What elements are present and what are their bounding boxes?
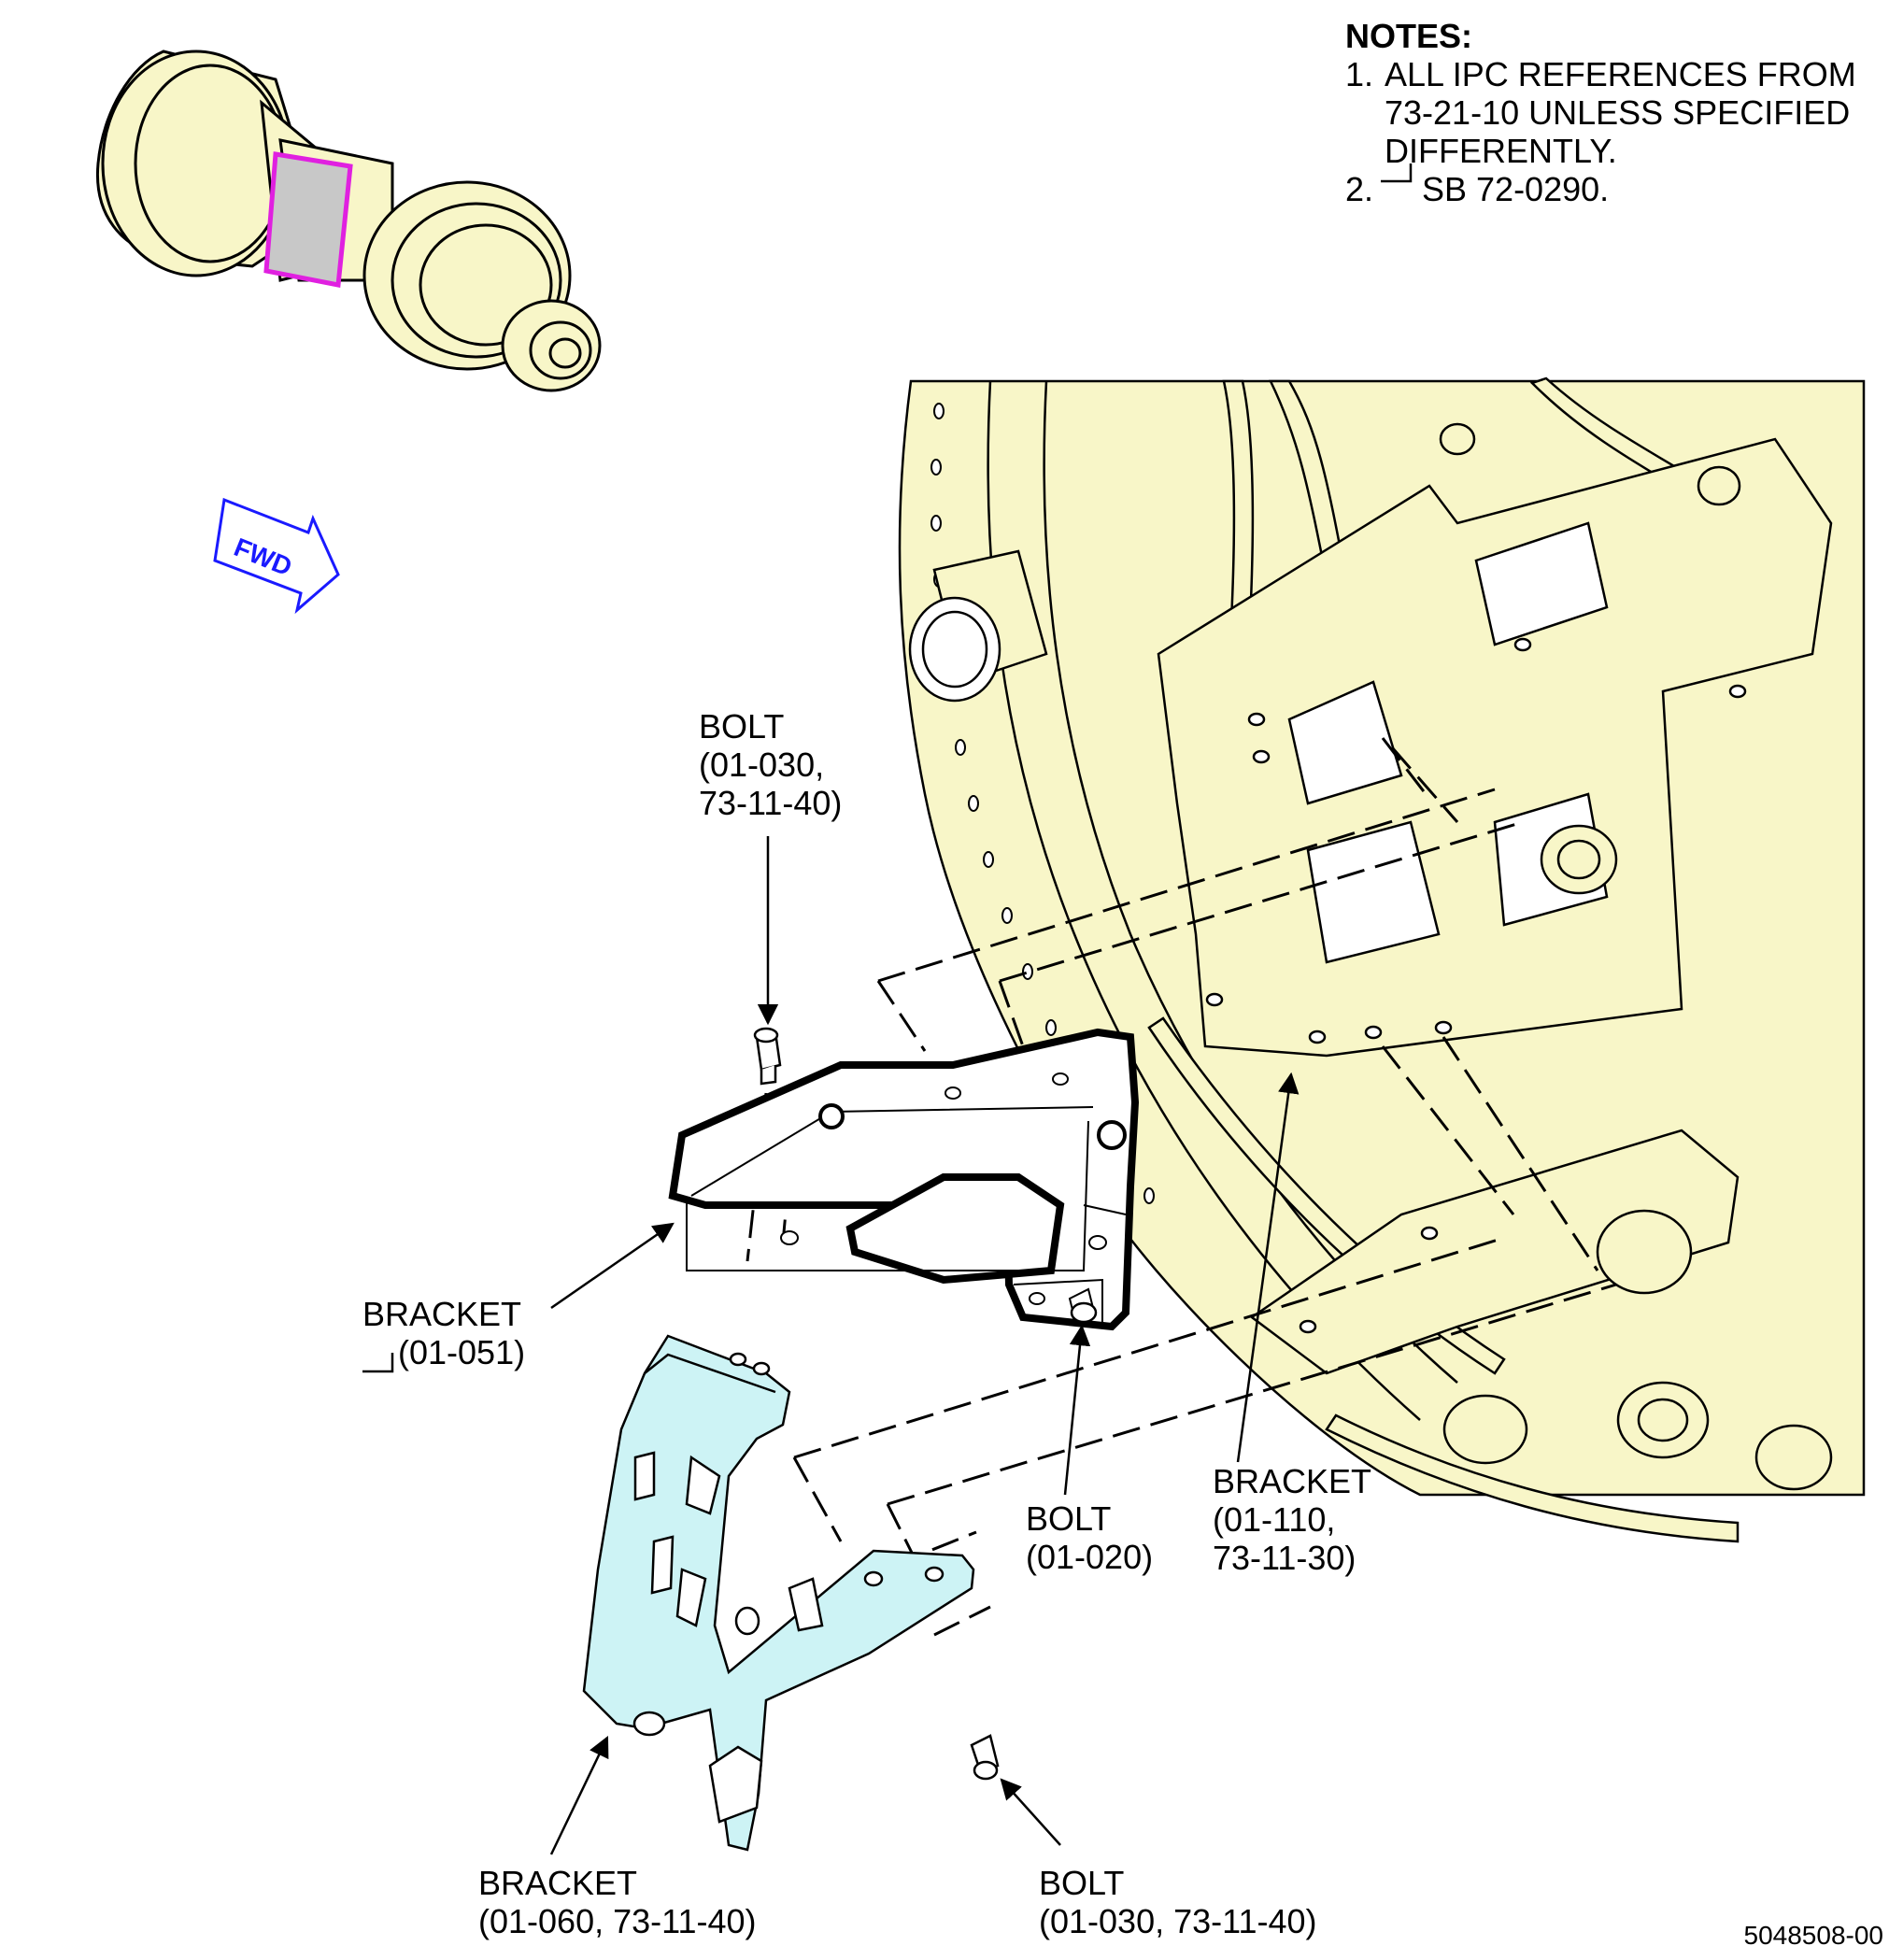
engine-locator-view: [95, 50, 602, 392]
locator-highlight-band: [263, 151, 353, 288]
bolt-01-020-icon: [1070, 1301, 1098, 1324]
callout-line: 73-11-40): [699, 784, 843, 822]
bolt-01-030-top-icon: [753, 1027, 782, 1086]
note-item-2: 2. SB 72-0290.: [1345, 170, 1889, 208]
fwd-arrow-icon: FWD: [213, 497, 340, 615]
bracket-01-051: [668, 1028, 1140, 1331]
engine-background: [898, 376, 1866, 1543]
callout-line: (01-051): [398, 1333, 526, 1371]
callout-line: (01-060, 73-11-40): [478, 1902, 757, 1940]
bolt-01-030-bottom-icon: [970, 1734, 1000, 1781]
note-number: 1.: [1345, 55, 1374, 93]
bracket-01-060: [582, 1334, 975, 1852]
note-text: ALL IPC REFERENCES FROM 73-21-10 UNLESS …: [1385, 55, 1856, 170]
callout-line: 73-11-30): [1213, 1539, 1356, 1577]
callout-bracket-01-060: BRACKET (01-060, 73-11-40): [478, 1864, 757, 1940]
figure-id: 5048508-00: [1743, 1921, 1883, 1950]
leader-lines: [549, 836, 1300, 1855]
callout-bracket-01-110: BRACKET (01-110, 73-11-30): [1213, 1462, 1371, 1577]
callout-line: (01-110,: [1213, 1500, 1336, 1539]
sb-flag-icons: [362, 163, 1413, 1373]
note-item-1: 1. ALL IPC REFERENCES FROM 73-21-10 UNLE…: [1345, 55, 1889, 170]
note-text: SB 72-0290.: [1422, 170, 1610, 208]
callout-line: (01-030,: [699, 746, 825, 784]
callout-bracket-01-051: BRACKET (01-051): [362, 1295, 525, 1371]
notes-heading: NOTES:: [1345, 17, 1473, 55]
callout-line: (01-020): [1026, 1538, 1154, 1576]
callout-bolt-bottom: BOLT (01-030, 73-11-40): [1039, 1864, 1317, 1940]
callout-line: BRACKET: [362, 1295, 522, 1333]
callout-line: BRACKET: [478, 1864, 638, 1902]
callout-line: (01-030, 73-11-40): [1039, 1902, 1317, 1940]
callout-line: BOLT: [1039, 1864, 1125, 1902]
callout-line: BOLT: [699, 707, 785, 746]
callout-line: BRACKET: [1213, 1462, 1372, 1500]
callout-line: BOLT: [1026, 1499, 1112, 1538]
note-number: 2.: [1345, 170, 1374, 208]
notes-block: NOTES: 1. ALL IPC REFERENCES FROM 73-21-…: [1345, 17, 1889, 208]
callout-bolt-top: BOLT (01-030, 73-11-40): [699, 707, 842, 822]
callout-bolt-01-020: BOLT (01-020): [1026, 1499, 1153, 1576]
